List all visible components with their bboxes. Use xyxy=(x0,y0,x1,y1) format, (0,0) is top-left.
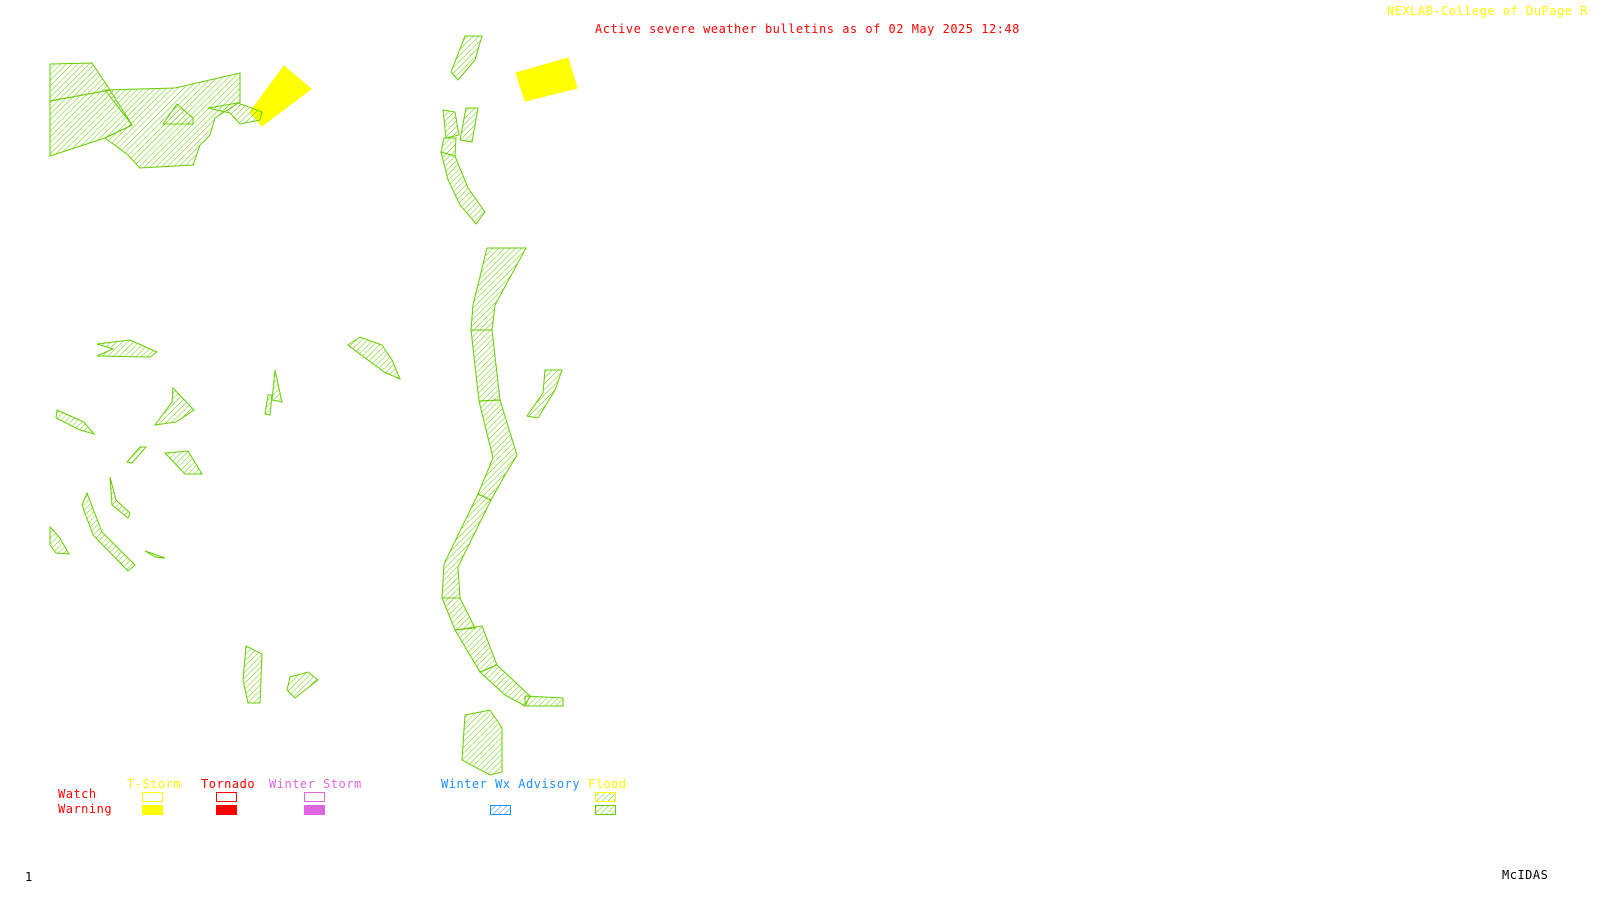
flood-warning-polygon xyxy=(207,102,263,125)
legend-label-flood: Flood xyxy=(588,777,627,791)
flood-warning-polygon xyxy=(162,103,194,125)
flood-warning-areas xyxy=(49,35,564,776)
tstorm-warning-areas xyxy=(249,57,578,127)
frame-number: 1 xyxy=(25,870,33,884)
legend-row-warning: Warning xyxy=(58,802,113,816)
flood-warning-polygon xyxy=(55,409,96,435)
flood-warning-polygon xyxy=(470,247,527,331)
flood-warning-polygon xyxy=(441,597,476,631)
flood-warning-polygon xyxy=(479,664,531,707)
flood-warning-polygon xyxy=(286,671,319,699)
flood-warning-polygon xyxy=(153,386,195,426)
flood-warning-polygon xyxy=(470,329,501,402)
legend-row-watch: Watch xyxy=(58,787,97,801)
winter-storm-warning-swatch xyxy=(304,805,325,815)
tstorm-watch-swatch xyxy=(142,792,163,802)
legend-label-winter-wx-advisory: Winter Wx Advisory xyxy=(441,777,581,791)
winter-wx-advisory-swatch xyxy=(490,805,511,815)
flood-warning-polygon xyxy=(441,493,492,599)
flood-warning-polygon xyxy=(49,525,70,555)
flood-warning-polygon xyxy=(163,450,203,475)
flood-warning-polygon xyxy=(526,369,563,419)
flood-warning-polygon xyxy=(144,550,166,559)
flood-warning-polygon xyxy=(440,151,486,225)
flood-warning-polygon xyxy=(242,645,263,704)
flood-warning-polygon xyxy=(477,399,518,501)
legend-label-tornado: Tornado xyxy=(201,777,256,791)
page-title: Active severe weather bulletins as of 02… xyxy=(595,22,1020,36)
flood-warning-polygon xyxy=(109,476,131,519)
flood-warning-polygon xyxy=(461,709,503,776)
flood-warning-polygon xyxy=(126,446,148,464)
flood-warning-polygon xyxy=(271,369,283,403)
tornado-warning-swatch xyxy=(216,805,237,815)
legend-label-tstorm: T-Storm xyxy=(127,777,182,791)
flood-warning-swatch xyxy=(595,805,616,815)
flood-warning-polygon xyxy=(264,394,273,416)
legend-label-winter-storm: Winter Storm xyxy=(269,777,362,791)
tstorm-warning-polygon xyxy=(515,57,578,102)
tstorm-warning-polygon xyxy=(249,65,312,127)
flood-warning-polygon xyxy=(454,625,498,673)
flood-warning-polygon xyxy=(450,35,483,81)
flood-warning-polygon xyxy=(347,336,401,380)
flood-warning-polygon xyxy=(96,339,159,358)
flood-watch-swatch xyxy=(595,792,616,802)
legend-swatches xyxy=(142,792,616,815)
software-label: McIDAS xyxy=(1502,868,1549,882)
credit-label: NEXLAB-College of DuPage R xyxy=(1387,4,1588,18)
tstorm-warning-swatch xyxy=(142,805,163,815)
tornado-watch-swatch xyxy=(216,792,237,802)
flood-warning-polygon xyxy=(524,695,564,707)
flood-warning-polygon xyxy=(81,491,136,572)
flood-warning-polygon xyxy=(442,109,460,139)
winter-storm-watch-swatch xyxy=(304,792,325,802)
flood-warning-polygon xyxy=(459,107,479,143)
